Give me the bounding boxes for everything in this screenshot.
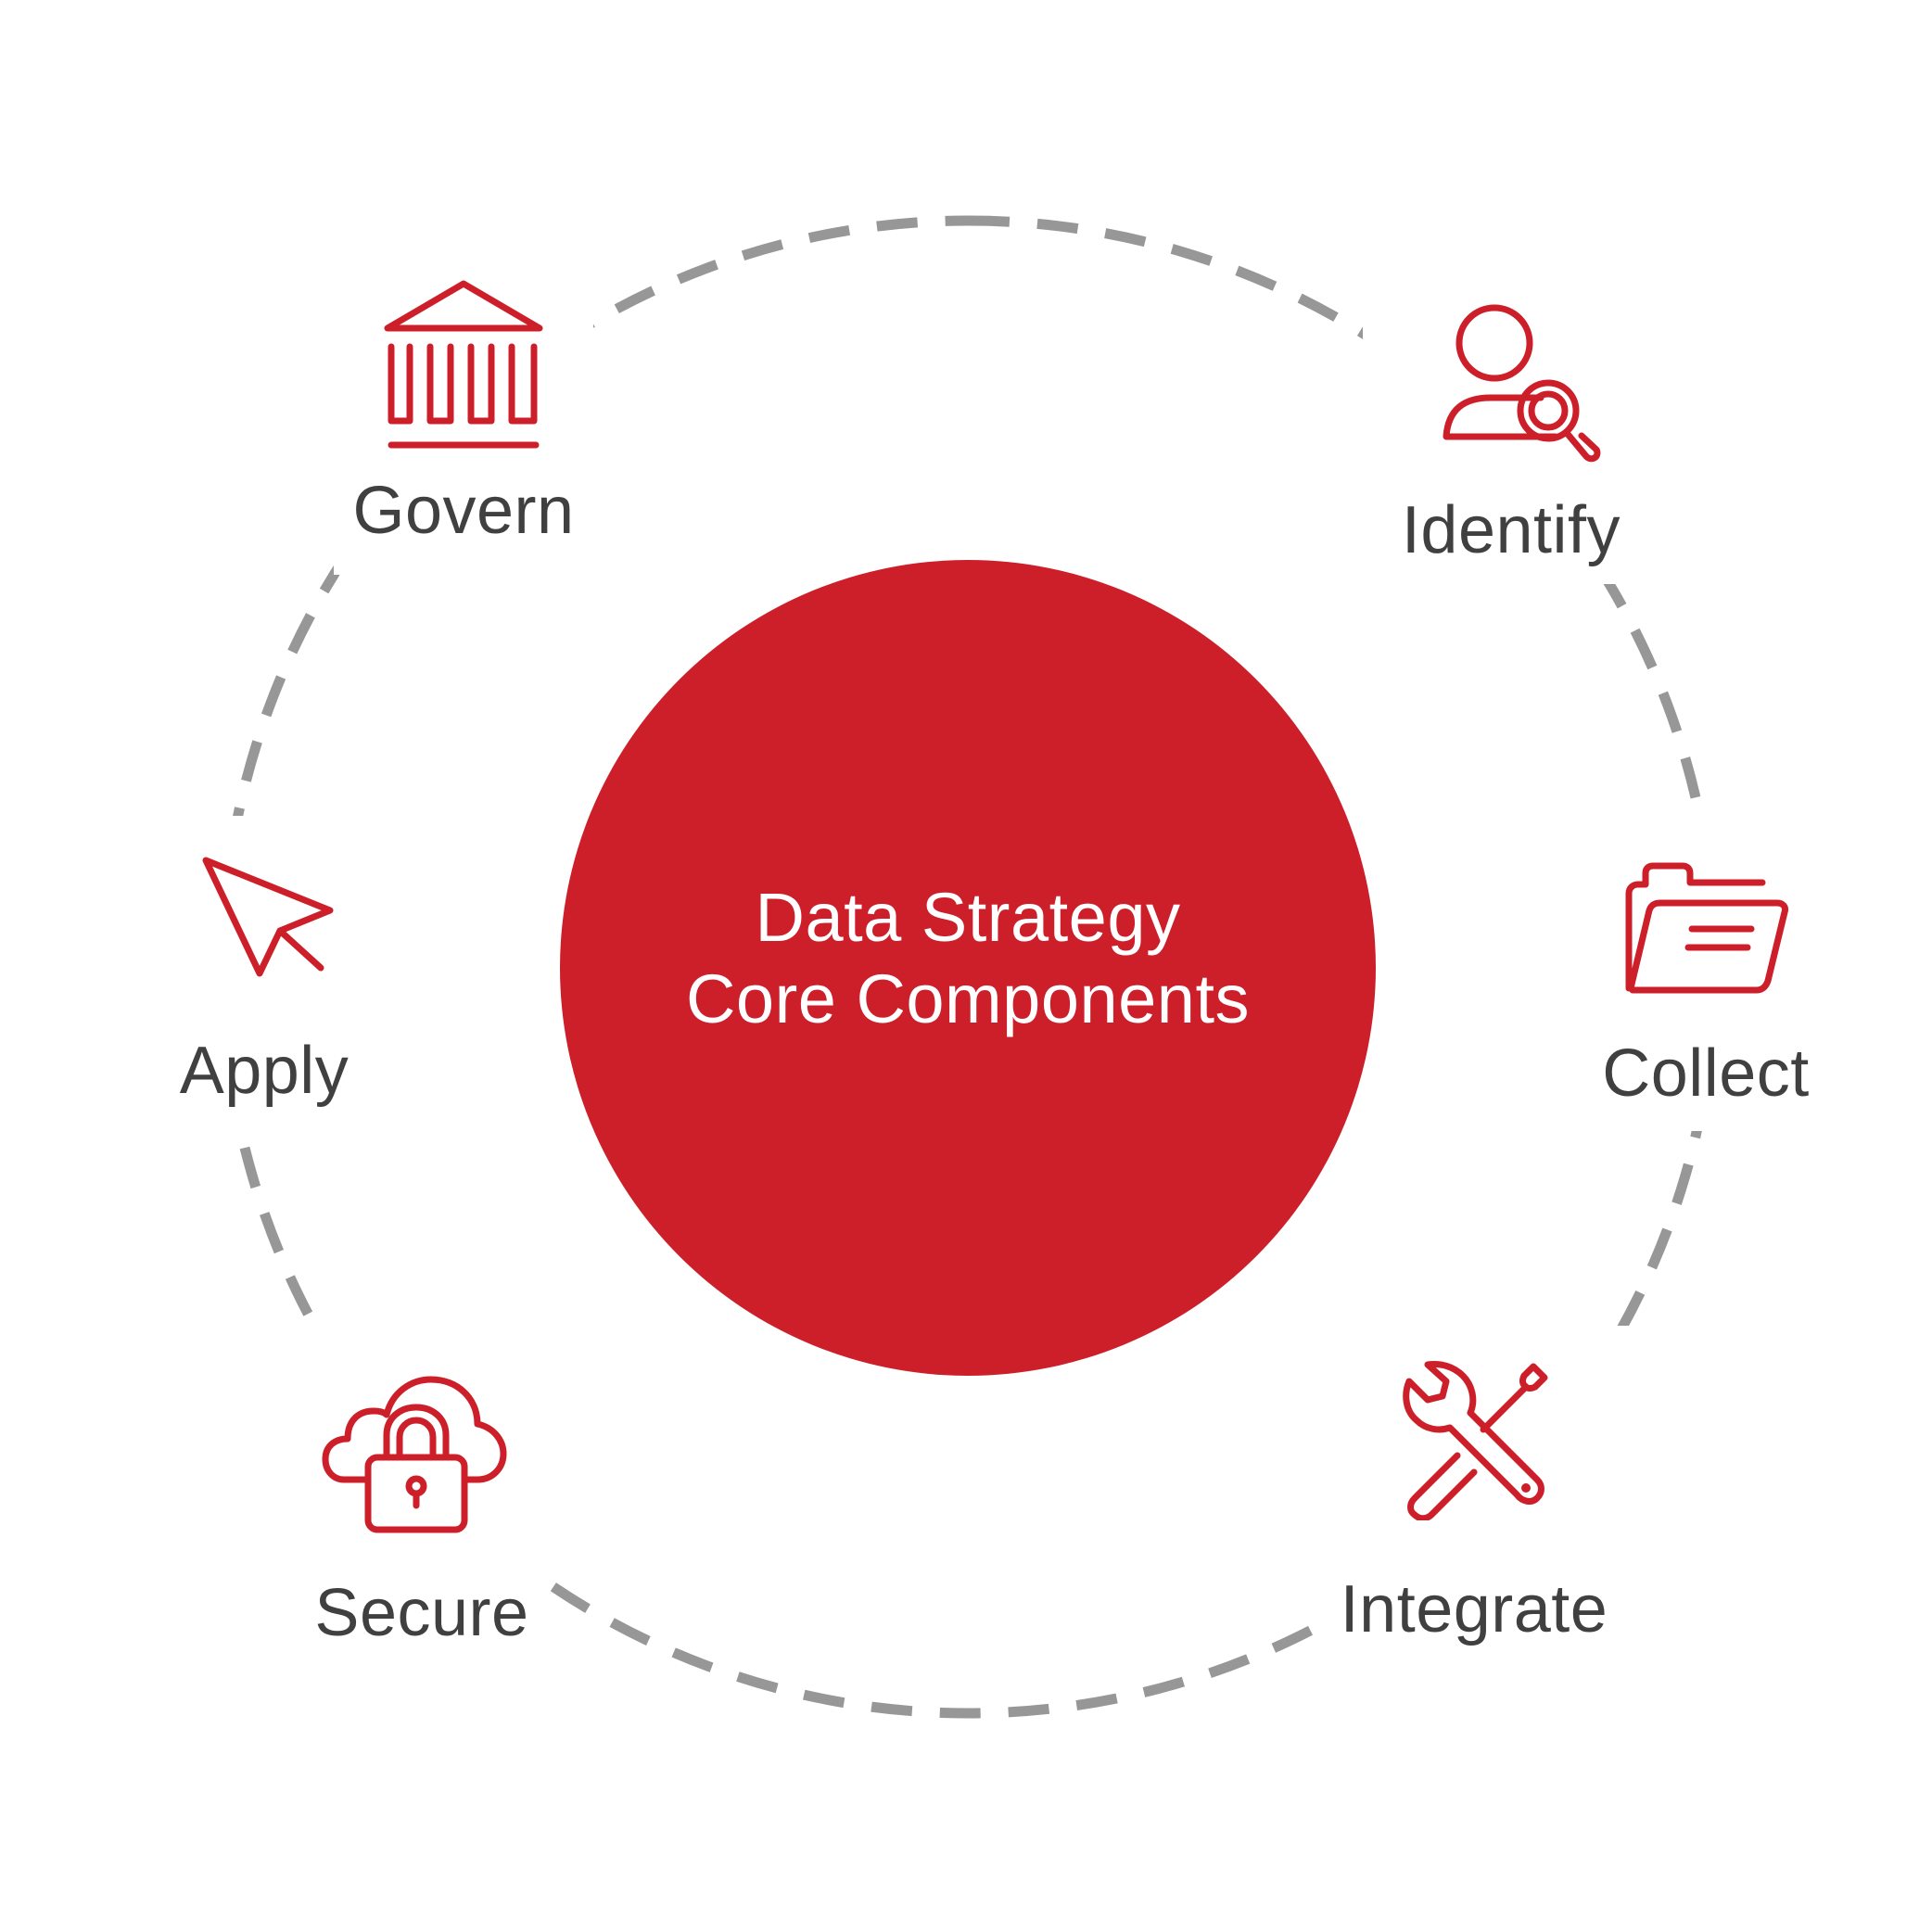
- government-building-icon: [384, 280, 543, 449]
- user-search-icon: [1443, 304, 1601, 463]
- center-title: Data Strategy Core Components: [686, 877, 1250, 1040]
- component-label: Secure: [314, 1576, 529, 1650]
- component-label: Apply: [179, 1034, 350, 1108]
- wrench-screwdriver-icon: [1403, 1361, 1548, 1520]
- component-collect: Collect: [1576, 862, 1836, 1111]
- component-label: Collect: [1602, 1036, 1810, 1111]
- component-identify: Identify: [1363, 301, 1659, 567]
- component-label: Govern: [352, 474, 575, 548]
- component-label: Identify: [1401, 493, 1621, 567]
- component-integrate: Integrate: [1316, 1354, 1632, 1646]
- component-label: Integrate: [1340, 1572, 1608, 1646]
- center-title-line2: Core Components: [685, 960, 1251, 1037]
- component-secure: Secure: [306, 1354, 538, 1650]
- open-folder-icon: [1625, 862, 1788, 994]
- core-circle: Data Strategy Core Components: [560, 560, 1376, 1376]
- center-title-line1: Data Strategy: [755, 879, 1181, 956]
- cursor-arrow-icon: [202, 857, 334, 977]
- cloud-lock-icon: [322, 1376, 507, 1533]
- component-apply: Apply: [158, 853, 371, 1108]
- component-govern: Govern: [334, 276, 593, 548]
